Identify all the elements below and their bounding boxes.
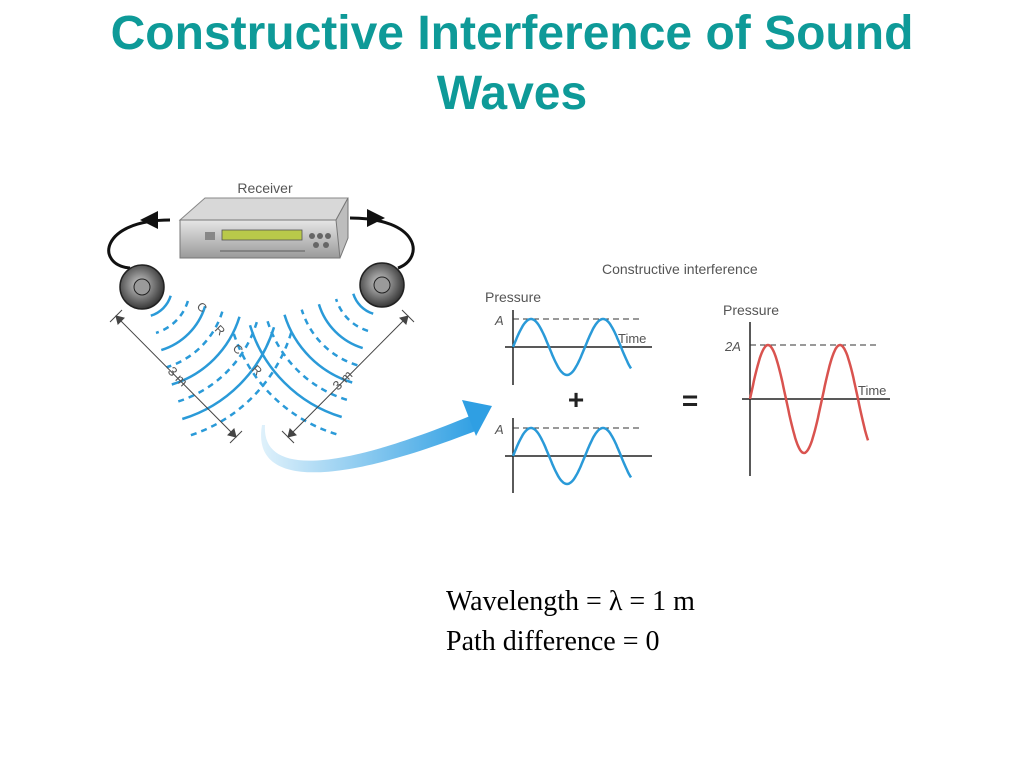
- left-cable: [107, 218, 171, 270]
- bottom-wave-graph: A: [494, 418, 652, 493]
- right-cable-arrow-icon: [367, 209, 385, 227]
- wavefront-arc: [283, 314, 353, 384]
- caption: Wavelength = λ = 1 m Path difference = 0: [446, 582, 695, 662]
- resultant-wave-graph: Pressure 2A Time: [723, 302, 890, 476]
- mark-r-1: R: [212, 322, 228, 338]
- right-distance-label: 3 m: [330, 367, 356, 393]
- bottom-amplitude-label: A: [494, 422, 504, 437]
- left-dimension-line: [109, 309, 243, 444]
- receiver: Receiver: [178, 180, 349, 259]
- top-wave-curve: [511, 317, 633, 377]
- right-cable: [349, 216, 415, 270]
- top-amplitude-label: A: [494, 313, 504, 328]
- top-pressure-label: Pressure: [485, 289, 541, 305]
- wavefront-arc: [334, 298, 369, 333]
- receiver-display: [221, 229, 303, 241]
- resultant-wave-curve: [748, 343, 870, 455]
- left-speaker-icon: [119, 264, 165, 310]
- equals-sign: =: [682, 385, 698, 416]
- receiver-label: Receiver: [237, 180, 293, 196]
- path-difference-text: Path difference = 0: [446, 626, 660, 657]
- double-amplitude-label: 2A: [724, 339, 741, 354]
- wavefront-arc: [352, 293, 374, 315]
- wavefront-arc: [266, 319, 348, 401]
- top-time-label: Time: [618, 331, 646, 346]
- left-cable-arrow-icon: [140, 211, 158, 229]
- wavefront-arc: [317, 303, 364, 350]
- wavefront-arc: [155, 300, 190, 335]
- sound-wavefronts: [150, 293, 374, 438]
- wavefront-arc: [171, 316, 241, 386]
- wavefront-arc: [231, 330, 337, 436]
- wavefront-arc: [187, 332, 293, 438]
- constructive-interference-label: Constructive interference: [602, 261, 758, 277]
- wavefront-arc: [150, 295, 172, 317]
- plus-sign: +: [568, 384, 584, 415]
- result-time-label: Time: [858, 383, 886, 398]
- wavefront-arc: [248, 324, 343, 419]
- top-wave-graph: Pressure A Time: [485, 289, 652, 385]
- meeting-point-arrow-icon: [261, 400, 492, 473]
- mark-r-2: R: [249, 362, 265, 378]
- wavefront-arc: [160, 305, 207, 352]
- mark-c-1: C: [194, 299, 210, 315]
- bottom-wave-curve: [511, 426, 633, 486]
- wavefront-arc: [181, 326, 276, 421]
- right-dimension-line: [281, 309, 415, 444]
- slide-title: Constructive Interference of Sound Waves: [110, 7, 914, 120]
- right-speaker-icon: [359, 262, 405, 308]
- wavelength-text: Wavelength = λ = 1 m: [446, 586, 695, 617]
- result-pressure-label: Pressure: [723, 302, 779, 318]
